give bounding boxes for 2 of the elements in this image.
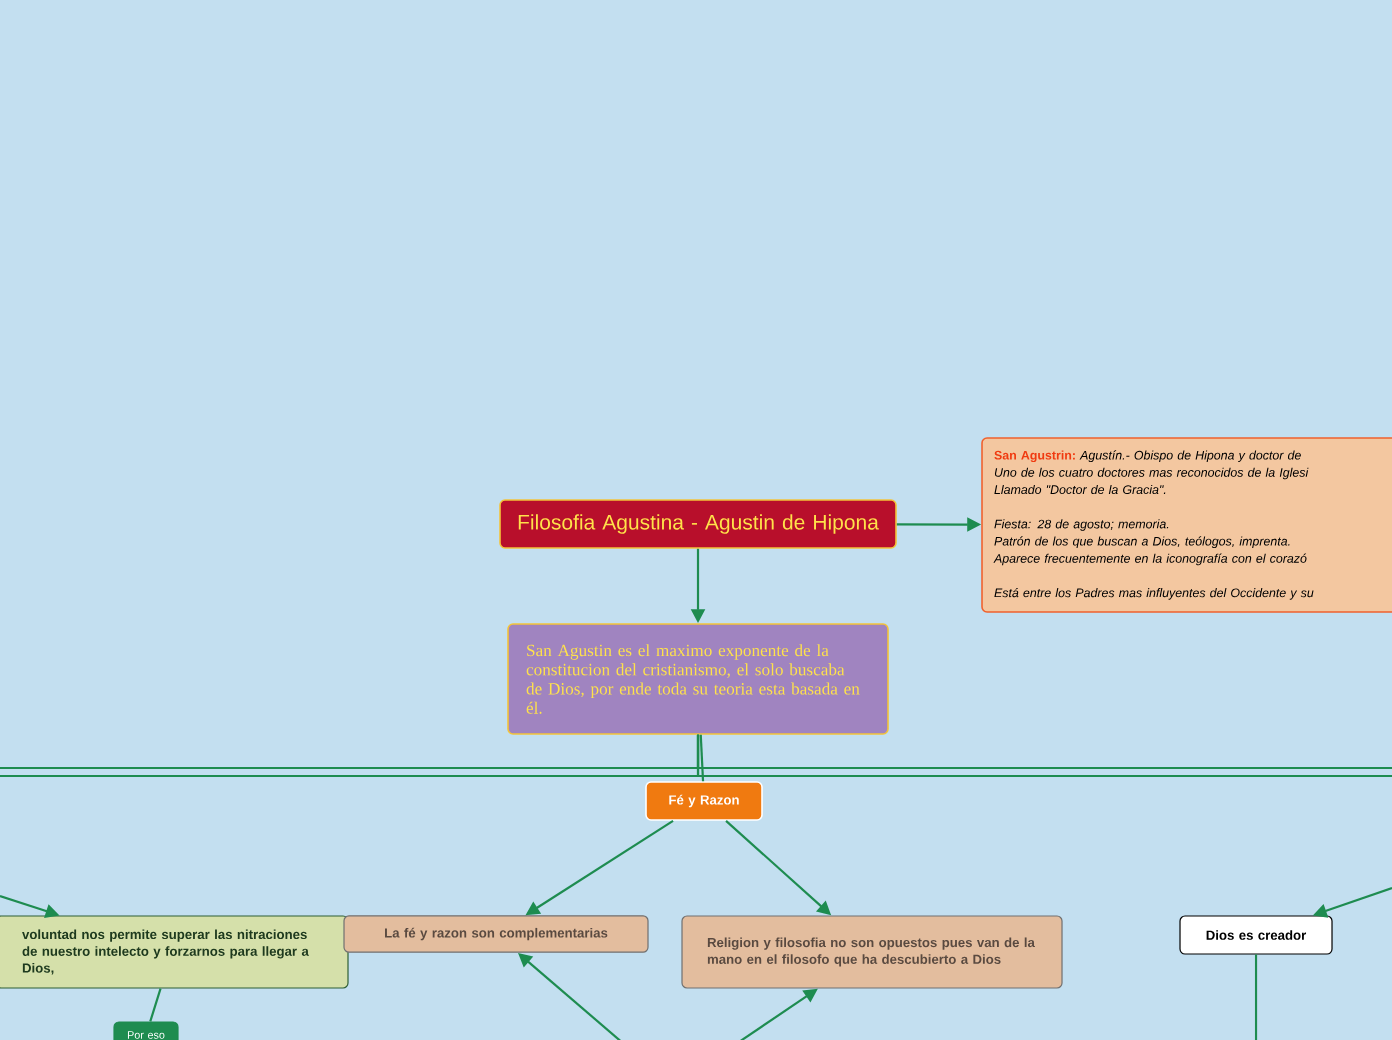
topic-box: San Agustin es el maximo exponente de la constitucion del cristianismo, el solo buscaba de Dios, por ende toda su teoria esta basada en él.: [507, 623, 889, 735]
title-box: Filosofia Agustina - Agustin de Hipona: [499, 499, 897, 549]
